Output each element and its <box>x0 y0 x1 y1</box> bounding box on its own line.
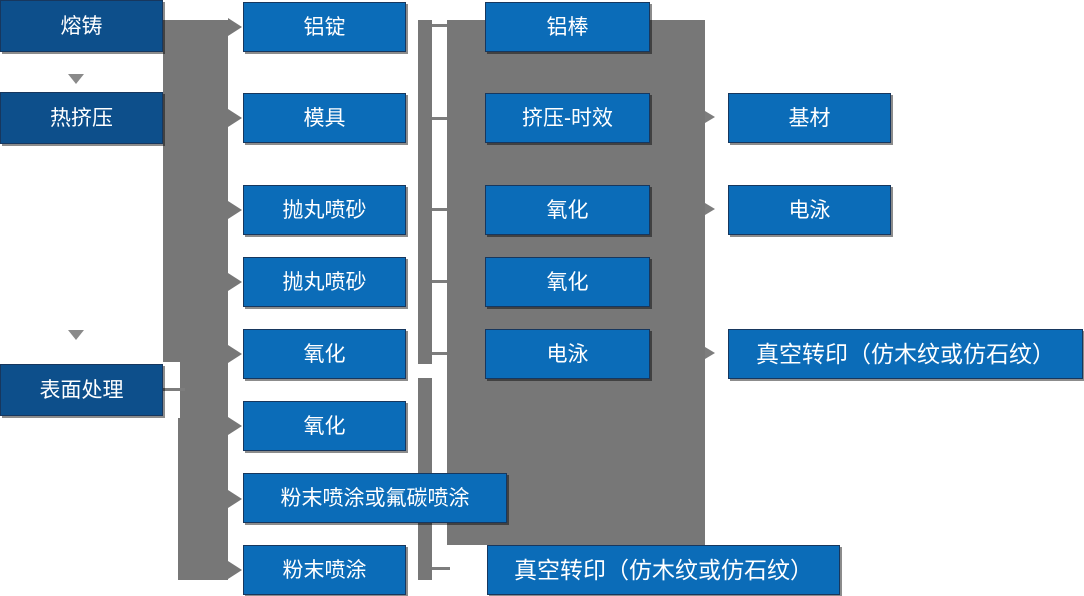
arrow-to-oxidation-1 <box>228 345 242 363</box>
process-label-oxidation-2: 氧化 <box>303 414 346 438</box>
arrow-to-oxidation-2 <box>228 417 242 435</box>
process-box-oxidation-3[interactable]: 氧化 <box>485 185 650 235</box>
stage-label-surface-treatment: 表面处理 <box>39 378 124 402</box>
process-label-oxidation-3: 氧化 <box>546 198 589 222</box>
stub-mid-3 <box>432 208 450 211</box>
stage-box-melt-casting[interactable]: 熔铸 <box>0 0 163 52</box>
arrow-to-electrophoresis-2 <box>705 203 715 215</box>
process-box-aluminum-bar[interactable]: 铝棒 <box>485 2 650 52</box>
stage-box-surface-treatment[interactable]: 表面处理 <box>0 364 163 416</box>
result-box-base-material[interactable]: 基材 <box>728 93 891 143</box>
result-label-electrophoresis-2: 电泳 <box>788 198 831 222</box>
result-box-vacuum-transfer-1[interactable]: 真空转印（仿木纹或仿石纹） <box>728 329 1083 379</box>
stage-label-hot-extrusion: 热挤压 <box>50 106 113 130</box>
arrow-melt-to-extrusion <box>68 74 84 84</box>
stub-mid-5 <box>432 352 450 355</box>
process-label-oxidation-4: 氧化 <box>546 270 589 294</box>
stub-mid-2 <box>432 117 450 120</box>
process-box-shot-blasting-1[interactable]: 抛丸喷砂 <box>243 185 406 235</box>
process-label-electrophoresis-1: 电泳 <box>546 342 589 366</box>
process-box-extrusion-aging[interactable]: 挤压-时效 <box>485 93 650 143</box>
process-box-powder-coating[interactable]: 粉末喷涂 <box>243 545 406 595</box>
process-box-oxidation-4[interactable]: 氧化 <box>485 257 650 307</box>
arrow-to-vacuum-transfer-1 <box>705 347 715 359</box>
result-box-electrophoresis-2[interactable]: 电泳 <box>728 185 891 235</box>
arrow-to-shot-blasting-1 <box>228 201 242 219</box>
connector-bar-mid <box>418 20 432 364</box>
process-label-oxidation-1: 氧化 <box>303 342 346 366</box>
process-label-aluminum-ingot: 铝锭 <box>303 15 346 39</box>
process-box-powder-or-pvdf[interactable]: 粉末喷涂或氟碳喷涂 <box>243 473 507 523</box>
process-label-powder-or-pvdf: 粉末喷涂或氟碳喷涂 <box>280 486 470 510</box>
stage-label-melt-casting: 熔铸 <box>60 14 103 38</box>
arrow-to-aluminum-ingot <box>228 18 242 36</box>
process-box-electrophoresis-1[interactable]: 电泳 <box>485 329 650 379</box>
process-box-aluminum-ingot[interactable]: 铝锭 <box>243 2 406 52</box>
connector-band-left <box>163 20 228 370</box>
stub-mid-6 <box>432 567 450 570</box>
result-label-vacuum-transfer-1: 真空转印（仿木纹或仿石纹） <box>756 340 1055 367</box>
arrow-to-base-material <box>705 111 715 123</box>
process-label-shot-blasting-2: 抛丸喷砂 <box>282 270 367 294</box>
process-box-oxidation-1[interactable]: 氧化 <box>243 329 406 379</box>
process-label-shot-blasting-1: 抛丸喷砂 <box>282 198 367 222</box>
arrow-to-mold <box>228 109 242 127</box>
result-box-vacuum-transfer-2[interactable]: 真空转印（仿木纹或仿石纹） <box>487 545 840 595</box>
stub-mid-1 <box>432 24 450 27</box>
process-label-extrusion-aging: 挤压-时效 <box>522 106 613 130</box>
process-box-oxidation-2[interactable]: 氧化 <box>243 401 406 451</box>
process-label-powder-coating: 粉末喷涂 <box>282 558 367 582</box>
arrow-extrusion-to-surface <box>68 330 84 340</box>
arrow-to-powder-or-pvdf <box>228 490 242 508</box>
result-label-base-material: 基材 <box>788 106 831 130</box>
stub-mid-4 <box>432 280 450 283</box>
stage-box-hot-extrusion[interactable]: 热挤压 <box>0 92 163 144</box>
result-label-vacuum-transfer-2: 真空转印（仿木纹或仿石纹） <box>514 556 813 583</box>
stub-surface-treatment <box>163 388 185 391</box>
connector-band-left-lower <box>178 370 228 580</box>
arrow-to-powder-coating <box>228 561 242 579</box>
process-label-mold: 模具 <box>303 106 346 130</box>
process-box-mold[interactable]: 模具 <box>243 93 406 143</box>
process-label-aluminum-bar: 铝棒 <box>546 15 589 39</box>
process-box-shot-blasting-2[interactable]: 抛丸喷砂 <box>243 257 406 307</box>
arrow-to-shot-blasting-2 <box>228 273 242 291</box>
